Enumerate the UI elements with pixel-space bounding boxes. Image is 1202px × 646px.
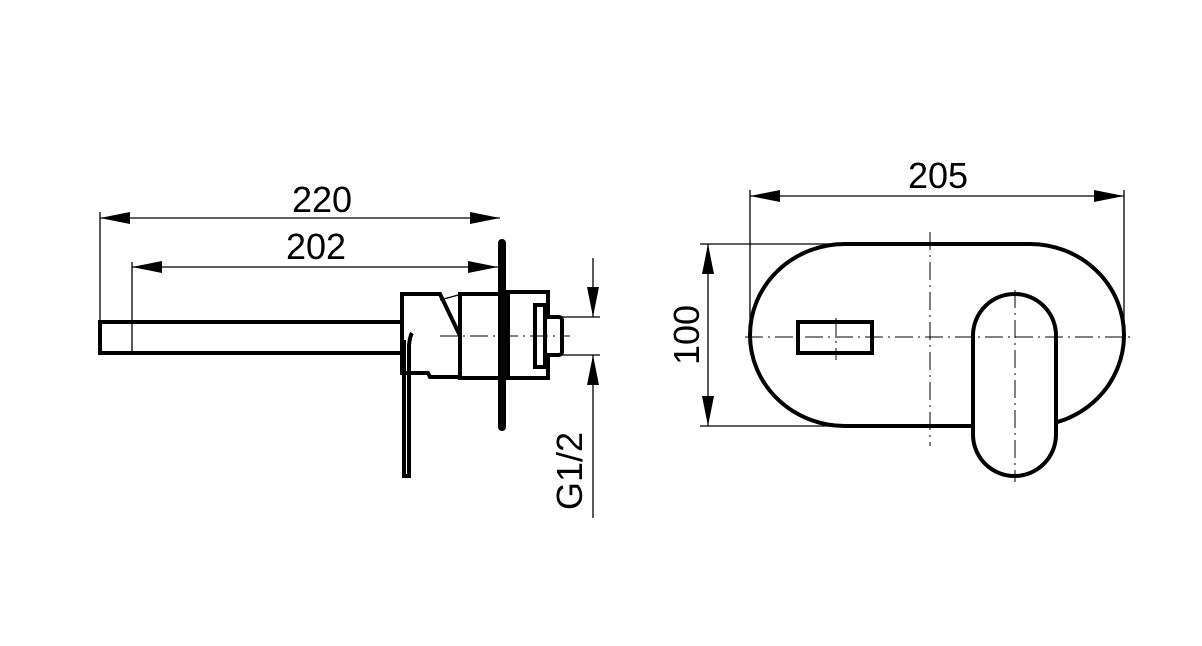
dim-220-label: 220 <box>292 179 352 220</box>
thread-size-label: G1/2 <box>549 432 590 510</box>
mixer-body <box>400 292 464 379</box>
side-view: 220 202 G1/2 <box>98 179 600 518</box>
dim-205-label: 205 <box>908 155 968 196</box>
spout <box>98 320 407 355</box>
dim-100-label: 100 <box>666 305 707 365</box>
front-view: 205 100 <box>666 155 1132 482</box>
handle-lever <box>402 331 414 478</box>
dim-202-label: 202 <box>286 226 346 267</box>
